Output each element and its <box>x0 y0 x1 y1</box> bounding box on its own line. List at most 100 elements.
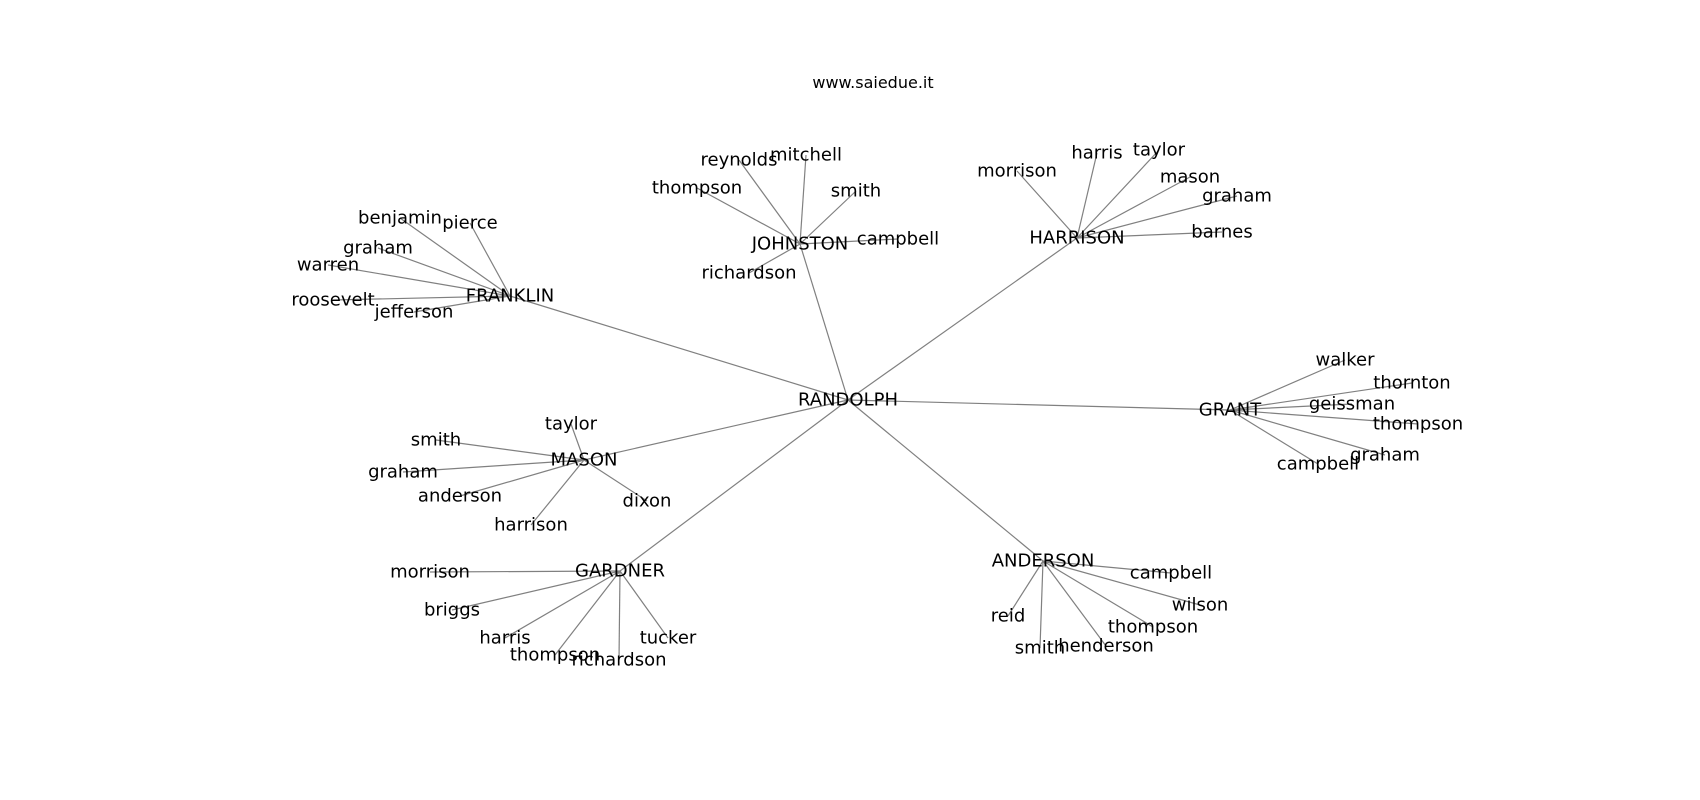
edge-franklin-benjamin <box>399 217 511 297</box>
edge-mason-smith <box>435 439 585 461</box>
edge-anderson-wilson <box>1042 560 1201 606</box>
edge-mason-graham <box>402 459 585 473</box>
edge-anderson-thompson <box>1042 560 1154 628</box>
leaf-harrison-harris: harris <box>1071 143 1122 164</box>
leaf-mason-taylor: taylor <box>545 414 598 435</box>
leaf-grant-thompson: thompson <box>1373 414 1463 435</box>
leaf-grant-campbell: campbell <box>1277 454 1359 475</box>
leaf-johnston-thompson: thompson <box>652 178 742 199</box>
leaf-gardner-briggs: briggs <box>424 600 480 621</box>
edge-root-mason <box>583 399 849 461</box>
node-root: RANDOLPH <box>798 390 898 411</box>
node-johnston: JOHNSTON <box>751 234 849 255</box>
edge-grant-graham <box>1229 409 1386 456</box>
edge-anderson-smith <box>1039 560 1044 649</box>
edge-franklin-roosevelt <box>332 295 511 301</box>
edges-layer <box>327 149 1419 661</box>
edge-gardner-briggs <box>451 570 621 611</box>
leaf-harrison-mason: mason <box>1160 167 1220 188</box>
edge-root-harrison <box>847 237 1078 401</box>
leaf-franklin-benjamin: benjamin <box>358 208 442 229</box>
edge-mason-taylor <box>570 423 585 461</box>
site-title: www.saiedue.it <box>812 73 933 92</box>
edge-anderson-campbell <box>1042 560 1172 574</box>
edge-harrison-morrison <box>1016 170 1078 239</box>
leaf-grant-geissman: geissman <box>1309 394 1395 415</box>
edge-harrison-graham <box>1076 195 1238 239</box>
edge-johnston-richardson <box>748 243 801 274</box>
edge-gardner-harris <box>504 570 621 639</box>
edge-harrison-harris <box>1076 152 1098 239</box>
leaf-mason-graham: graham <box>368 462 438 483</box>
edge-root-franklin <box>509 295 849 401</box>
edge-root-gardner <box>619 399 849 572</box>
leaf-harrison-morrison: morrison <box>977 161 1057 182</box>
node-anderson: ANDERSON <box>992 551 1095 572</box>
edge-franklin-pierce <box>469 222 511 297</box>
leaf-mason-dixon: dixon <box>623 491 672 512</box>
leaf-johnston-reynolds: reynolds <box>701 150 778 171</box>
leaf-gardner-harris: harris <box>479 628 530 649</box>
node-gardner: GARDNER <box>575 561 665 582</box>
edge-harrison-taylor <box>1076 149 1160 239</box>
edge-grant-campbell <box>1229 409 1319 465</box>
leaf-anderson-smith: smith <box>1015 638 1065 659</box>
leaf-franklin-warren: warren <box>297 255 359 276</box>
leaf-harrison-barnes: barnes <box>1191 222 1252 243</box>
edge-mason-dixon <box>583 459 648 502</box>
leaf-franklin-jefferson: jefferson <box>374 302 454 323</box>
leaf-franklin-graham: graham <box>343 238 413 259</box>
leaf-gardner-thompson: thompson <box>510 645 600 666</box>
edge-johnston-smith <box>799 190 857 245</box>
edge-johnston-thompson <box>696 187 801 245</box>
leaf-johnston-richardson: richardson <box>701 263 796 284</box>
edge-harrison-barnes <box>1076 231 1223 239</box>
edge-anderson-henderson <box>1042 560 1107 647</box>
edge-root-grant <box>847 399 1231 411</box>
leaf-mason-harrison: harrison <box>494 515 568 536</box>
leaf-mason-anderson: anderson <box>418 486 502 507</box>
edge-root-anderson <box>847 399 1044 562</box>
edge-anderson-reid <box>1007 560 1044 617</box>
edge-gardner-thompson <box>554 570 621 656</box>
edge-johnston-reynolds <box>738 159 801 245</box>
leaf-anderson-reid: reid <box>991 606 1026 627</box>
leaf-gardner-richardson: richardson <box>571 650 666 671</box>
node-mason: MASON <box>551 450 618 471</box>
leaf-grant-thornton: thornton <box>1373 373 1450 394</box>
edge-gardner-tucker <box>619 570 669 639</box>
node-franklin: FRANKLIN <box>466 286 555 307</box>
edge-gardner-morrison <box>429 570 621 573</box>
leaf-johnston-smith: smith <box>831 181 881 202</box>
node-grant: GRANT <box>1199 400 1263 421</box>
leaf-franklin-pierce: pierce <box>442 213 497 234</box>
edge-grant-walker <box>1229 359 1346 411</box>
leaf-anderson-wilson: wilson <box>1172 595 1229 616</box>
leaf-johnston-mitchell: mitchell <box>770 145 842 166</box>
edge-johnston-campbell <box>799 238 899 245</box>
leaf-anderson-thompson: thompson <box>1108 617 1198 638</box>
leaf-gardner-tucker: tucker <box>640 628 697 649</box>
edge-root-johnston <box>799 243 849 401</box>
leaf-gardner-morrison: morrison <box>390 562 470 583</box>
leaf-johnston-campbell: campbell <box>857 229 939 250</box>
edge-franklin-jefferson <box>413 295 511 313</box>
leaf-mason-smith: smith <box>411 430 461 451</box>
leaf-grant-walker: walker <box>1315 350 1375 371</box>
edge-mason-anderson <box>459 459 585 497</box>
edge-grant-thompson <box>1229 409 1419 425</box>
edge-mason-harrison <box>530 459 585 526</box>
leaf-harrison-taylor: taylor <box>1133 140 1186 161</box>
leaf-harrison-graham: graham <box>1202 186 1272 207</box>
node-harrison: HARRISON <box>1029 228 1124 249</box>
edge-harrison-mason <box>1076 176 1191 239</box>
leaf-anderson-henderson: henderson <box>1058 636 1154 657</box>
edge-franklin-warren <box>327 264 511 297</box>
edge-gardner-richardson <box>618 570 621 661</box>
edge-grant-geissman <box>1229 403 1353 411</box>
edge-johnston-mitchell <box>799 154 807 245</box>
edge-franklin-graham <box>377 247 511 297</box>
edge-grant-thornton <box>1229 382 1413 411</box>
